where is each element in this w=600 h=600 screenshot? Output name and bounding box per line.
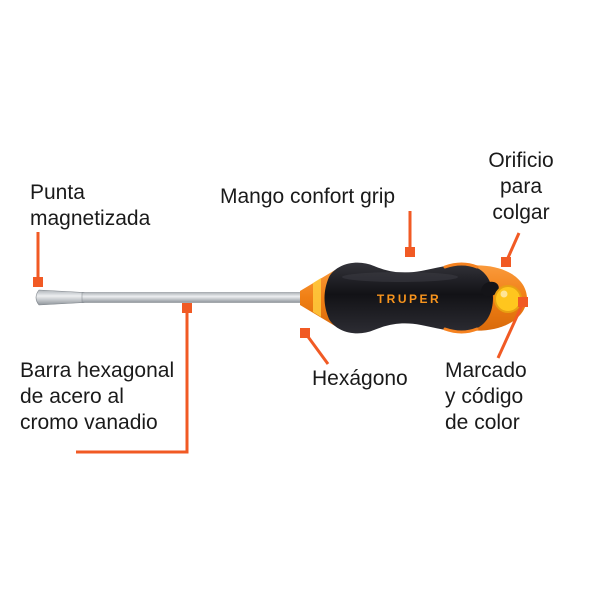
grip-accent-bottom (443, 327, 479, 334)
label-marcado-codigo-color: Marcado y código de color (445, 358, 527, 436)
label-orificio-para-colgar: Orificio para colgar (476, 148, 566, 226)
screwdriver-tip (35, 289, 85, 306)
screwdriver-shaft (81, 292, 309, 303)
callout-line-mango (405, 211, 415, 257)
label-line: cromo vanadio (20, 411, 158, 434)
label-punta-magnetizada: Punta magnetizada (30, 180, 150, 232)
label-line: colgar (492, 201, 550, 224)
callouts (33, 211, 528, 454)
label-line: Orificio (488, 149, 554, 172)
callout-line-barra (76, 303, 192, 454)
grip-accent-top (443, 262, 479, 269)
label-line: magnetizada (30, 207, 151, 230)
label-line: para (499, 175, 543, 198)
label-line: Hexágono (312, 367, 408, 390)
label-line: Barra hexagonal (20, 359, 175, 382)
label-line: Marcado (445, 359, 527, 382)
ferrule-highlight (313, 278, 321, 317)
brand-text: TRUPER (377, 292, 441, 306)
label-hexagono: Hexágono (312, 366, 408, 392)
callout-line-marcado (496, 297, 528, 359)
callout-line-punta (33, 232, 43, 287)
label-line: y código (445, 385, 524, 408)
hanging-hole (481, 281, 499, 297)
label-barra-hexagonal: Barra hexagonal de acero al cromo vanadi… (20, 358, 174, 436)
label-line: Punta (30, 181, 85, 204)
label-line: Mango confort grip (220, 185, 396, 208)
screwdriver: TRUPER (35, 262, 527, 334)
cap-color-code (494, 285, 522, 313)
label-mango-confort-grip: Mango confort grip (220, 184, 395, 210)
cap-highlight (500, 290, 508, 298)
callout-line-orificio (501, 232, 521, 267)
callout-line-hexagono (300, 328, 330, 365)
label-line: de acero al (20, 385, 124, 408)
handle-sheen (342, 272, 458, 282)
label-line: de color (445, 411, 520, 434)
